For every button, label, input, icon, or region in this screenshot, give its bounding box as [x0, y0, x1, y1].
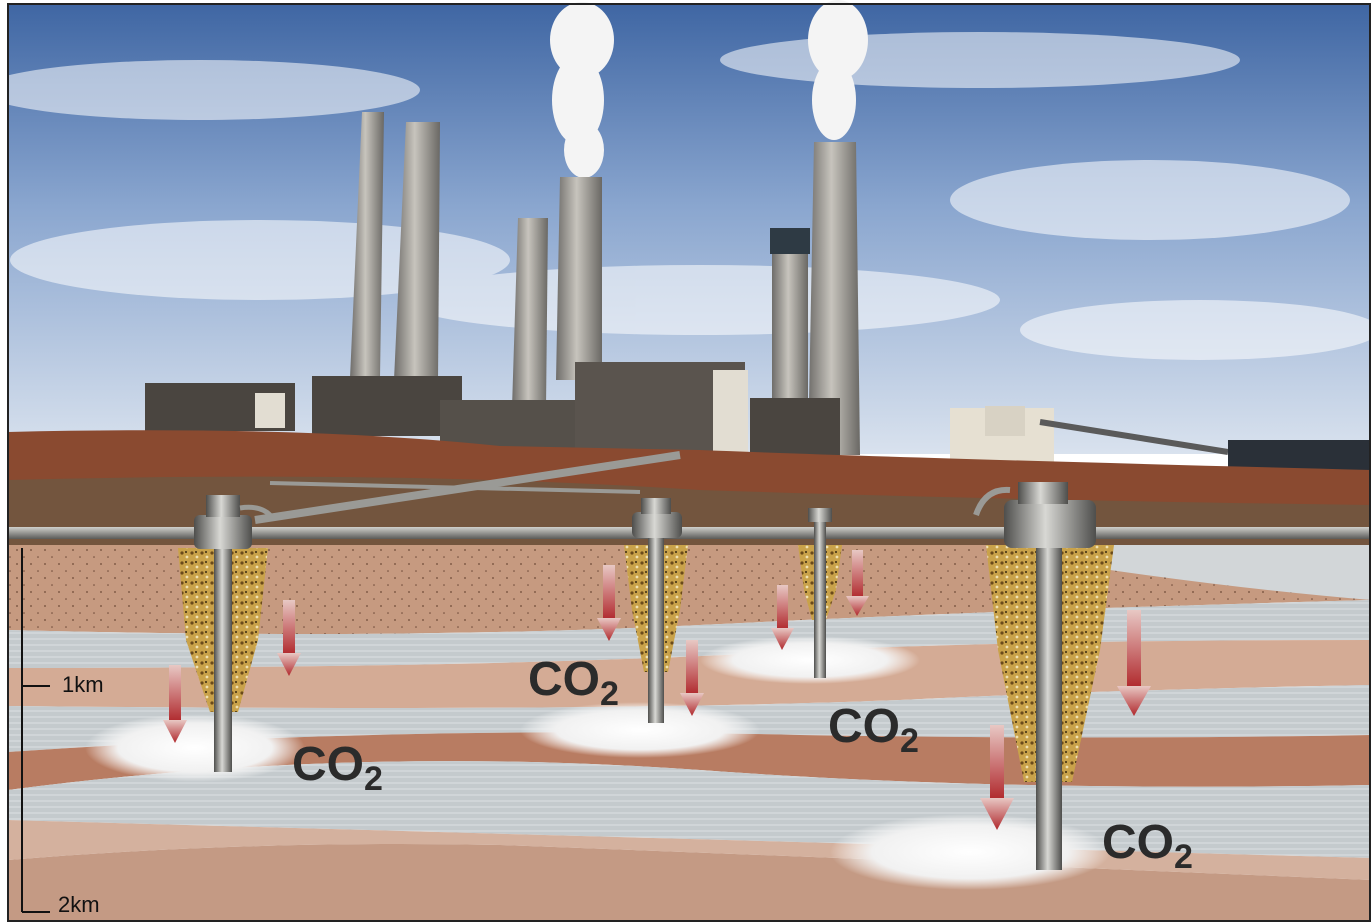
- co2-plume-3: [700, 636, 920, 684]
- arrow-down-icon: [163, 665, 187, 743]
- arrow-down-icon: [980, 725, 1014, 830]
- smoke: [550, 0, 868, 178]
- co2-plume-4: [830, 814, 1110, 890]
- injection-wells: [178, 482, 1114, 870]
- co2-plume-2: [520, 702, 760, 758]
- co2-plumes: [85, 636, 1110, 890]
- co2-plume-1: [85, 714, 305, 782]
- smokestacks: [350, 112, 860, 455]
- frame: [7, 3, 1371, 922]
- injection-well-2: [624, 498, 688, 723]
- arrow-down-icon: [846, 550, 869, 616]
- co2-labels: CO2 CO2 CO2 CO2: [292, 653, 1193, 876]
- injection-well-4: [973, 482, 1114, 870]
- co2-label-4: CO2: [1102, 816, 1193, 876]
- co2-label-3: CO2: [828, 700, 919, 760]
- co2-label-2: CO2: [528, 653, 619, 713]
- depth-label-1km: 1km: [62, 672, 104, 697]
- injection-well-1: [178, 495, 272, 772]
- arrow-down-icon: [277, 600, 301, 676]
- arrow-down-icon: [597, 565, 621, 641]
- migration-arrows: [163, 550, 1151, 830]
- co2-label-1: CO2: [292, 738, 383, 798]
- layer-caprock-right: [1110, 545, 1371, 600]
- depth-scale: 1km 2km: [21, 548, 104, 917]
- injection-well-3: [798, 508, 842, 678]
- depth-label-2km: 2km: [58, 892, 100, 917]
- layer-deep-2: [8, 844, 1371, 922]
- arrow-down-icon: [680, 640, 704, 716]
- arrow-down-icon: [771, 585, 794, 650]
- power-plant: [145, 362, 1371, 478]
- arrow-down-icon: [1117, 610, 1151, 716]
